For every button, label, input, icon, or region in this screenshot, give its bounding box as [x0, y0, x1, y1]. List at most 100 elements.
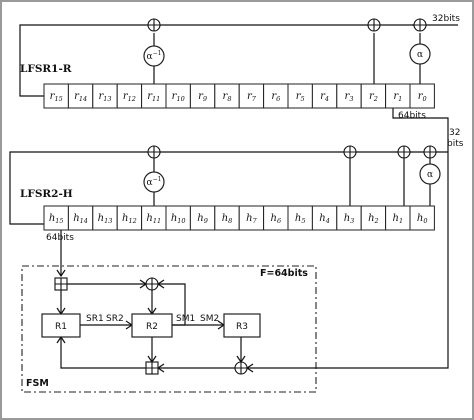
- lfsr2-cell-h11: h11: [141, 205, 167, 231]
- fsm-signal-sr1: SR1: [86, 314, 104, 324]
- svg-text:r4: r4: [320, 91, 329, 103]
- fsm-label: FSM: [26, 378, 49, 389]
- lfsr1-cell-r7: r7: [238, 83, 265, 109]
- fsm-signal-sr2: SR2: [106, 314, 124, 324]
- svg-text:r12: r12: [123, 91, 136, 103]
- lfsr2-cell-h9: h9: [189, 205, 216, 231]
- lfsr2-cell-h1: h1: [385, 205, 411, 231]
- lfsr2-cell-h12: h12: [116, 205, 143, 231]
- lfsr2-wires: [9, 151, 448, 278]
- lfsr1-cell-r6: r6: [263, 83, 289, 109]
- svg-text:r3: r3: [345, 91, 354, 103]
- svg-text:r0: r0: [418, 91, 427, 103]
- svg-text:r14: r14: [74, 91, 87, 103]
- svg-text:h4: h4: [319, 213, 330, 225]
- lfsr1-wires: [19, 24, 458, 152]
- svg-text:α−1: α−1: [147, 50, 162, 62]
- lfsr2-alpha-multiplier: α: [419, 163, 441, 185]
- lfsr2-cell-h3: h3: [336, 205, 362, 231]
- lfsr1-cell-r4: r4: [311, 83, 338, 109]
- lfsr2-width-label-line2: bits: [447, 139, 464, 149]
- svg-text:h13: h13: [98, 213, 113, 225]
- svg-text:h9: h9: [197, 213, 208, 225]
- svg-text:R2: R2: [146, 322, 158, 332]
- fsm-signal-sm1: SM1: [176, 314, 195, 324]
- svg-text:r15: r15: [50, 91, 63, 103]
- svg-text:α−1: α−1: [147, 176, 162, 188]
- lfsr1-cell-r9: r9: [189, 83, 216, 109]
- svg-text:h0: h0: [417, 213, 428, 225]
- lfsr1-cell-r2: r2: [360, 83, 387, 109]
- lfsr2-cell-h14: h14: [67, 205, 94, 231]
- lfsr1-cell-r12: r12: [116, 83, 143, 109]
- svg-text:α: α: [417, 50, 423, 60]
- lfsr1-label: LFSR1-R: [20, 63, 72, 75]
- svg-text:h1: h1: [393, 213, 404, 225]
- svg-text:r6: r6: [271, 91, 280, 103]
- lfsr2-width-label-line1: 32: [449, 128, 460, 138]
- svg-text:h2: h2: [368, 213, 379, 225]
- svg-text:h14: h14: [73, 213, 88, 225]
- fsm-width-label: F=64bits: [260, 268, 308, 279]
- lfsr1-width-label: 32bits: [432, 14, 460, 24]
- svg-text:R3: R3: [236, 322, 248, 332]
- lfsr2-cell-h2: h2: [360, 205, 387, 231]
- lfsr1-cell-r8: r8: [214, 83, 240, 109]
- fsm-xor-top: [145, 277, 159, 291]
- lfsr2-cell-h13: h13: [92, 205, 118, 231]
- lfsr2-register: h15 h14 h13 h12 h11 h10 h9 h8 h7 h6 h5 h4 h3 h2 h1 h0: [43, 205, 435, 231]
- lfsr2-cell-h6: h6: [263, 205, 289, 231]
- svg-text:r13: r13: [98, 91, 111, 103]
- svg-text:r8: r8: [223, 91, 232, 103]
- svg-text:r1: r1: [393, 91, 402, 103]
- svg-text:h3: h3: [344, 213, 355, 225]
- lfsr1-cell-r1: r1: [385, 83, 411, 109]
- lfsr2-xor-2: [343, 145, 357, 159]
- lfsr2-cell-h4: h4: [311, 205, 338, 231]
- lfsr2-alpha-inv-multiplier: α−1: [143, 171, 165, 193]
- fsm-xor-bottom: [234, 361, 248, 375]
- svg-text:h7: h7: [246, 213, 257, 225]
- lfsr2-xor-4: [423, 145, 437, 159]
- lfsr2-cell-h15: h15: [43, 205, 69, 231]
- svg-text:h12: h12: [122, 213, 137, 225]
- lfsr1-alpha-multiplier: α: [409, 43, 431, 65]
- lfsr1-xor-1: [147, 18, 161, 32]
- lfsr2-cell-h8: h8: [214, 205, 240, 231]
- lfsr1-cell-r10: r10: [165, 83, 191, 109]
- svg-text:h11: h11: [146, 213, 161, 225]
- fsm-signal-sm2: SM2: [200, 314, 219, 324]
- lfsr2-xor-3: [397, 145, 411, 159]
- lfsr1-cell-r3: r3: [336, 83, 362, 109]
- fsm-boundary: [21, 265, 317, 393]
- svg-text:h15: h15: [49, 213, 64, 225]
- lfsr1-out-label: 64bits: [398, 111, 426, 121]
- svg-text:r7: r7: [247, 91, 257, 103]
- lfsr1-cell-r13: r13: [92, 83, 118, 109]
- lfsr2-out-label: 64bits: [46, 233, 74, 243]
- lfsr1-xor-2: [367, 18, 381, 32]
- svg-text:r2: r2: [369, 91, 378, 103]
- fsm-register-r1: R1: [41, 313, 81, 338]
- lfsr2-cell-h5: h5: [287, 205, 313, 231]
- svg-text:h8: h8: [222, 213, 233, 225]
- svg-text:r11: r11: [147, 91, 160, 103]
- fsm-register-r2: R2: [131, 313, 173, 338]
- lfsr1-alpha-inv-multiplier: α−1: [143, 45, 165, 67]
- fsm-adder-bottom: [145, 361, 159, 375]
- svg-text:R1: R1: [55, 322, 67, 332]
- lfsr1-cell-r5: r5: [287, 83, 313, 109]
- lfsr2-cell-h0: h0: [409, 205, 435, 231]
- svg-text:h10: h10: [171, 213, 186, 225]
- fsm-adder-top: [54, 277, 68, 291]
- svg-text:r5: r5: [296, 91, 305, 103]
- lfsr1-cell-r15: r15: [43, 83, 69, 109]
- svg-text:α: α: [427, 170, 433, 180]
- svg-text:h5: h5: [295, 213, 306, 225]
- lfsr1-xor-3: [413, 18, 427, 32]
- lfsr1-cell-r14: r14: [67, 83, 94, 109]
